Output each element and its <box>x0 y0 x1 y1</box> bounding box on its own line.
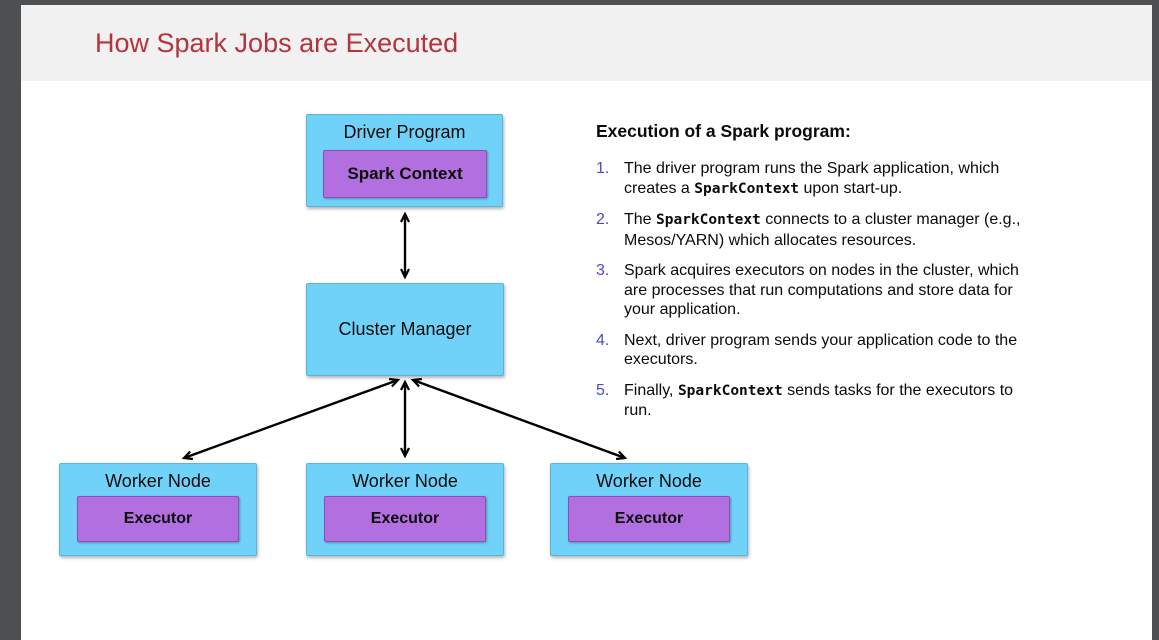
execution-heading: Execution of a Spark program: <box>596 121 851 141</box>
inline-code: SparkContext <box>694 180 800 197</box>
list-item-text: The driver program runs the Spark applic… <box>624 160 1000 197</box>
list-item-number: 2. <box>596 211 610 228</box>
worker-node-label: Worker Node <box>352 471 458 491</box>
execution-list: 1. The driver program runs the Spark appl… <box>596 159 1101 421</box>
list-item-text: Finally, SparkContext sends tasks for th… <box>624 381 1014 420</box>
driver-program-label: Driver Program <box>343 122 466 142</box>
cluster-worker-right-arrow <box>410 377 628 461</box>
title-band: How Spark Jobs are Executed <box>21 5 1152 81</box>
executor-node-middle: Executor <box>324 496 486 542</box>
list-item: 2. The SparkContext connects to a cluster… <box>596 210 1101 250</box>
list-item-text: Next, driver program sends your applicat… <box>624 331 1018 369</box>
cluster-manager-node: Cluster Manager <box>306 283 504 376</box>
worker-node-label: Worker Node <box>105 471 211 491</box>
executor-node-left: Executor <box>77 496 239 542</box>
inline-code: SparkContext <box>677 382 783 399</box>
list-item-text: Spark acquires executors on nodes in the… <box>624 262 1019 318</box>
list-item: 1. The driver program runs the Spark appl… <box>596 159 1101 199</box>
frame-top-border <box>0 0 1159 5</box>
frame-left-border <box>0 0 21 640</box>
executor-node-right: Executor <box>568 496 730 542</box>
frame-right-border <box>1152 0 1159 640</box>
list-item-text: The SparkContext connects to a cluster m… <box>624 211 1021 249</box>
worker-node-label: Worker Node <box>596 471 702 491</box>
spark-context-node: Spark Context <box>323 150 487 198</box>
page-title: How Spark Jobs are Executed <box>95 27 459 58</box>
inline-code: SparkContext <box>656 212 761 228</box>
cluster-worker-left-arrow <box>181 377 401 461</box>
list-item-number: 5. <box>596 381 610 399</box>
list-item-number: 1. <box>596 160 610 177</box>
list-item-number: 4. <box>596 331 610 349</box>
list-item-number: 3. <box>596 262 610 279</box>
execution-panel: Execution of a Spark program: 1. The driv… <box>596 121 1101 432</box>
list-item: 5. Finally, SparkContext sends tasks for … <box>596 381 1101 421</box>
cluster-manager-label: Cluster Manager <box>338 319 472 339</box>
list-item: 4. Next, driver program sends your applic… <box>596 331 1101 370</box>
list-item: 3. Spark acquires executors on nodes in t… <box>596 261 1101 320</box>
